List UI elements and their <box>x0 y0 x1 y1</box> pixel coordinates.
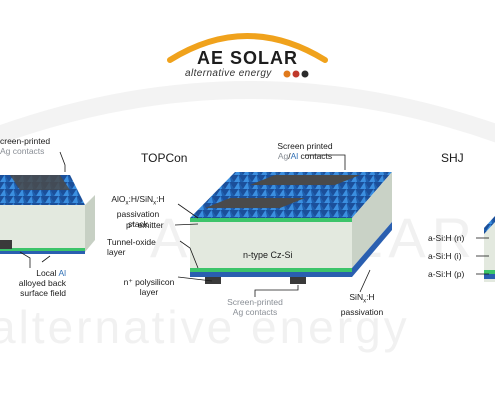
shj-asi-i-label: a-Si:H (i) <box>428 251 462 261</box>
topcon-passivation-label: AlOx:H/SiNx:H passivation stack <box>111 194 165 229</box>
left-cell <box>0 175 95 254</box>
left-contacts-label: creen-printed Ag contacts <box>0 136 51 156</box>
left-bsf-label: Local Al alloyed back surface field <box>18 268 66 298</box>
logo-name: AE SOLAR <box>196 48 298 68</box>
shj-title: SHJ <box>441 151 464 165</box>
leader-lines <box>19 151 489 297</box>
topcon-polysilicon-label: n⁺ polysilicon layer <box>123 277 175 297</box>
shj-asi-n-label: a-Si:H (n) <box>428 233 465 243</box>
topcon-emitter-label: p⁺ emitter <box>126 220 164 230</box>
topcon-front-contacts-label: Screen printed Ag/Al contacts <box>277 141 333 161</box>
watermark-tagline: alternative energy <box>0 301 410 353</box>
shj-asi-p-label: a-Si:H (p) <box>428 269 465 279</box>
topcon-sin-label: SiNx:H passivation <box>340 292 384 317</box>
topcon-title: TOPCon <box>141 151 188 165</box>
logo-tagline: alternative energy <box>185 68 272 79</box>
topcon-back-contacts-label: Screen-printed Ag contacts <box>227 297 283 317</box>
topcon-cell <box>190 172 392 284</box>
shj-cell <box>484 216 495 282</box>
topcon-wafer-label: n-type Cz-Si <box>243 250 293 260</box>
logo-arc <box>167 33 328 63</box>
logo-dots-icon <box>283 70 309 78</box>
topcon-tunnel-label: Tunnel-oxide layer <box>107 237 156 257</box>
